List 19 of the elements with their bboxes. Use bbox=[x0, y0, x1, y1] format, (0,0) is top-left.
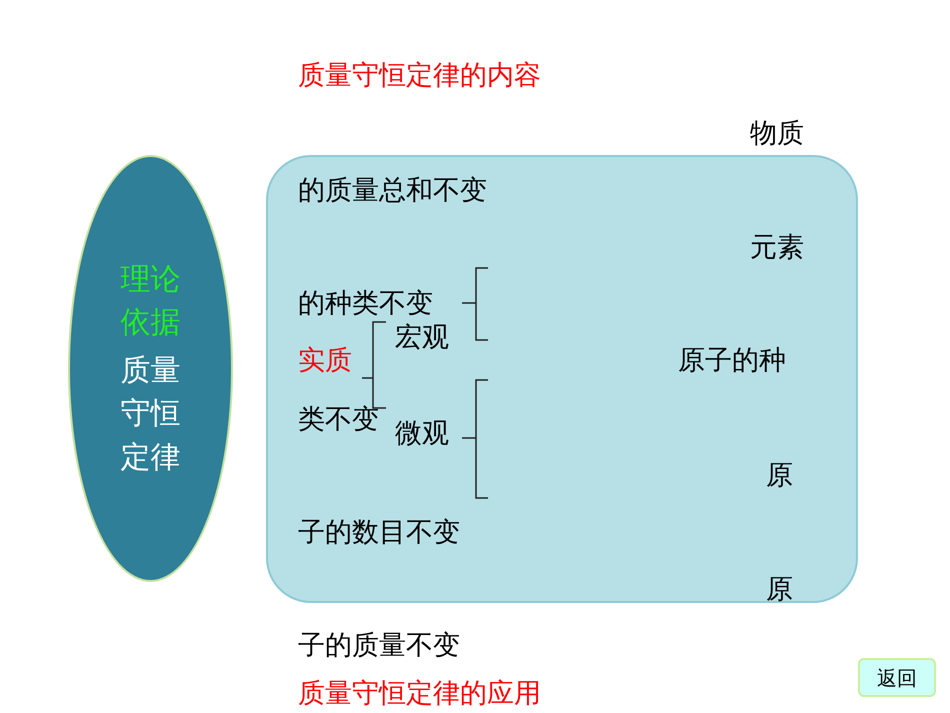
slide-text: 元素 bbox=[750, 232, 804, 264]
back-button: 返回 bbox=[858, 658, 936, 697]
slide-text: 类不变 bbox=[298, 404, 379, 436]
slide-text: 原 bbox=[766, 460, 793, 492]
slide-text: 实质 bbox=[298, 345, 352, 377]
content-panel bbox=[266, 155, 858, 603]
slide-text: 的质量总和不变 bbox=[298, 175, 487, 207]
slide-text: 质量守恒定律的应用 bbox=[298, 678, 541, 710]
slide-text: 子的质量不变 bbox=[298, 630, 460, 662]
slide-text: 原子的种 bbox=[678, 345, 786, 377]
slide-text: 物质 bbox=[750, 118, 804, 150]
slide-text: 子的数目不变 bbox=[298, 517, 460, 549]
slide-text: 微观 bbox=[395, 418, 449, 450]
slide-text: 原 bbox=[766, 574, 793, 606]
oval-text: 理论依据 bbox=[120, 260, 180, 342]
slide-text: 的种类不变 bbox=[298, 288, 433, 320]
oval-text: 质量守恒定律 bbox=[120, 352, 180, 477]
slide-text: 宏观 bbox=[395, 322, 449, 354]
slide-text: 质量守恒定律的内容 bbox=[298, 60, 541, 92]
